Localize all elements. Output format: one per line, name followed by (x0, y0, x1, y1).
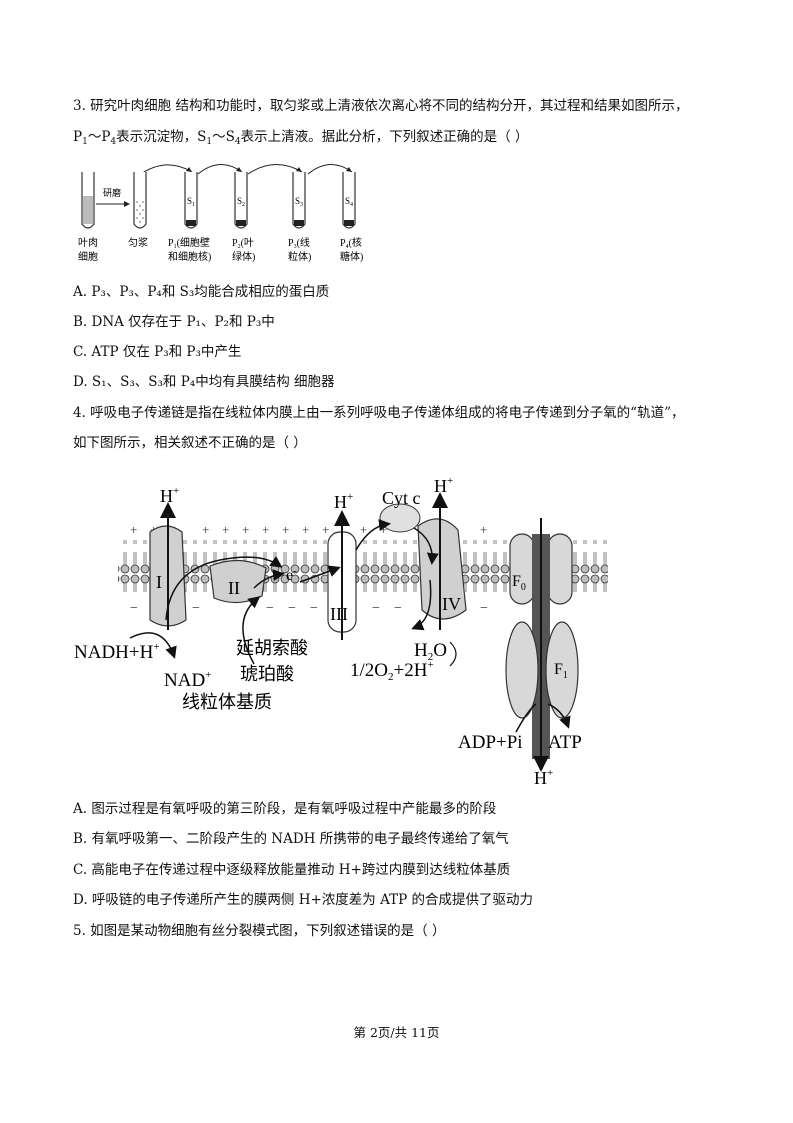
label-p3-line2: 粒体) (288, 250, 311, 263)
svg-text:−: − (480, 601, 488, 616)
oxygen-label: 1/2O2+2H+ (350, 659, 434, 683)
nadh-label: NADH+H+ (74, 641, 160, 663)
q3-option-a[interactable]: A. P₃、P₃、P₄和 S₃均能合成相应的蛋白质 (73, 284, 330, 300)
fumarate-label: 延胡索酸 (236, 638, 308, 658)
f0-label: F0 (512, 573, 526, 593)
label-homogenate: 匀浆 (128, 236, 148, 249)
svg-text:+: + (130, 522, 137, 537)
label-p1: P1(细胞壁 (168, 236, 210, 250)
label-leaf-cell: 叶肉 (78, 236, 98, 249)
svg-text:+: + (242, 522, 249, 537)
q4-option-d[interactable]: D. 呼吸链的电子传递所产生的膜两侧 H+浓度差为 ATP 的合成提供了驱动力 (73, 892, 533, 908)
label-p3: P3(线 (288, 236, 310, 250)
q4-option-b[interactable]: B. 有氧呼吸第一、二阶段产生的 NADH 所携带的电子最终传递给了氧气 (73, 831, 509, 847)
h-plus-complex-iv: H+ (434, 475, 453, 496)
h-plus-complex-i: H+ (160, 485, 179, 506)
q4-option-a[interactable]: A. 图示过程是有氧呼吸的第三阶段，是有氧呼吸过程中产能最多的阶段 (73, 801, 497, 817)
tube-label-s2: S2 (237, 196, 245, 208)
tube-label-s1: S1 (187, 196, 195, 208)
grind-label: 研磨 (103, 188, 121, 198)
centrifugation-figure: S1 S2 S3 S4 研磨 叶肉 细胞 匀浆 P1(细胞壁 和细胞核) P2(… (78, 164, 363, 263)
svg-text:−: − (130, 601, 138, 616)
svg-text:+: + (322, 522, 329, 537)
electron-transport-chain-figure: +++ +++ +++ +++ + −−− −−− −−− I II III C… (74, 475, 608, 788)
q5-stem-line1: 5. 如图是某动物细胞有丝分裂模式图，下列叙述错误的是（ ） (73, 923, 446, 939)
tube-label-s4: S4 (345, 196, 353, 208)
q3-stem-line1: 3. 研究叶肉细胞 结构和功能时，取匀浆或上清液依次离心将不同的结构分开，其过程… (73, 98, 689, 114)
svg-text:+: + (302, 522, 309, 537)
adp-label: ADP+Pi (458, 732, 523, 753)
q4-stem-line1: 4. 呼吸电子传递链是指在线粒体内膜上由一系列呼吸电子传递体组成的将电子传递到分… (73, 405, 685, 421)
label-p2: P2(叶 (232, 237, 254, 250)
label-p4: P4(核 (340, 236, 362, 250)
svg-text:−: − (310, 601, 318, 616)
svg-text:+: + (222, 522, 229, 537)
svg-text:+: + (282, 522, 289, 537)
complex-iv-label: IV (442, 594, 461, 614)
complex-ii-label: II (228, 578, 240, 598)
svg-text:+: + (360, 522, 367, 537)
svg-text:−: − (192, 601, 200, 616)
svg-text:−: − (266, 601, 274, 616)
complex-iii-label: III (330, 604, 348, 624)
svg-text:+: + (480, 522, 487, 537)
q3-stem-line2: P1～P4表示沉淀物，S1～S4表示上清液。据此分析，下列叙述正确的是（ ） (73, 129, 529, 147)
electron-label: e- (286, 565, 297, 584)
water-label: H2O (414, 640, 447, 663)
matrix-label: 线粒体基质 (182, 692, 272, 712)
label-p2-line2: 绿体) (232, 250, 255, 263)
label-leaf-cell-2: 细胞 (78, 250, 98, 263)
q4-stem-line2: 如下图所示，相关叙述不正确的是（ ） (73, 435, 307, 451)
q3-option-b[interactable]: B. DNA 仅存在于 P₁、P₂和 P₃中 (73, 314, 275, 330)
nad-label: NAD+ (164, 669, 211, 691)
svg-text:−: − (372, 601, 380, 616)
page-footer: 第 2页/共 11页 (353, 1025, 440, 1040)
atp-label: ATP (548, 732, 582, 753)
label-p4-line2: 糖体) (340, 250, 363, 263)
succinate-label: 琥珀酸 (240, 664, 294, 684)
f1-label: F1 (554, 661, 568, 681)
q3-option-d[interactable]: D. S₁、S₃、S₃和 P₄中均有具膜结构 细胞器 (73, 374, 335, 390)
h-plus-complex-iii: H+ (334, 491, 353, 512)
h-plus-atp-synthase: H+ (534, 767, 553, 788)
svg-text:−: − (394, 601, 402, 616)
cyt-c-label: Cyt c (382, 488, 421, 508)
svg-text:+: + (262, 522, 269, 537)
complex-i-label: I (156, 572, 162, 592)
q4-option-c[interactable]: C. 高能电子在传递过程中逐级释放能量推动 H+跨过内膜到达线粒体基质 (73, 862, 511, 878)
svg-text:+: + (202, 522, 209, 537)
label-p1-line2: 和细胞核) (168, 250, 211, 263)
q3-option-c[interactable]: C. ATP 仅在 P₃和 P₃中产生 (73, 344, 242, 360)
svg-text:−: − (288, 601, 296, 616)
tube-label-s3: S3 (295, 196, 303, 208)
